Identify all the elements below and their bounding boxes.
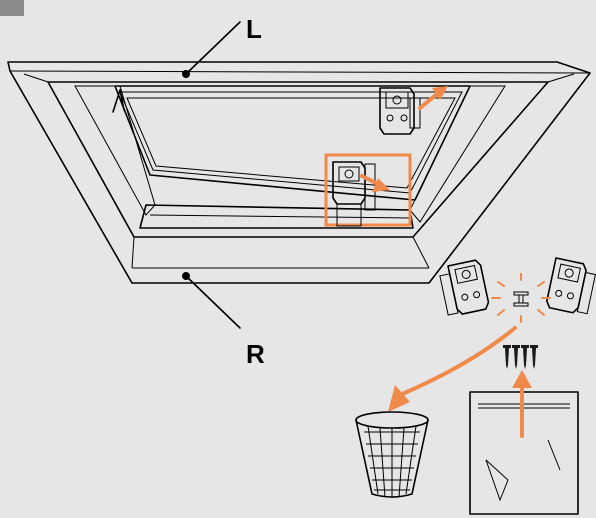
arrow-icon (432, 86, 448, 100)
label-top: L (246, 14, 262, 44)
callout-top: L (182, 14, 262, 78)
hinge-bracket-icon (379, 87, 421, 135)
arrow-icon (360, 174, 380, 186)
arrow-icon (398, 326, 517, 397)
corner-tab (0, 0, 24, 16)
arrow-icon (372, 178, 390, 192)
hinge-bracket-icon (439, 259, 490, 316)
bin-icon (355, 411, 429, 498)
hinge-bracket-icon (546, 257, 596, 315)
label-bottom: R (246, 339, 265, 369)
callout-bottom: R (182, 272, 265, 369)
arrow-icon (388, 385, 410, 412)
burst-icon (491, 273, 551, 323)
clip-icon (513, 291, 529, 307)
screw-icon (503, 345, 538, 369)
arrow-icon (512, 370, 532, 388)
window-frame (7, 61, 591, 284)
highlight-box (324, 153, 412, 227)
